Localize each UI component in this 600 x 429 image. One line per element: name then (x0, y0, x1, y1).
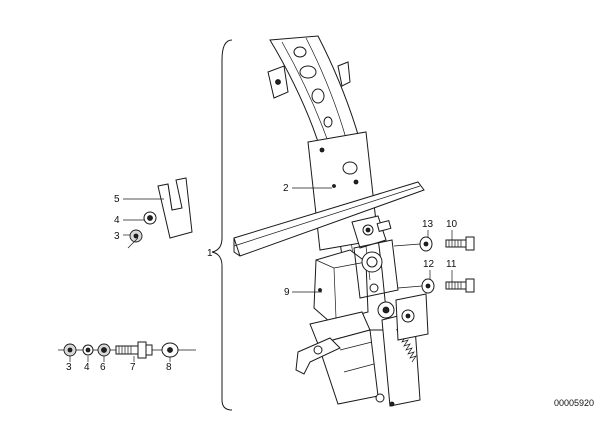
document-code: 00005920 (554, 398, 594, 408)
callout-12: 12 (423, 259, 435, 270)
callout-3-upper: 3 (114, 231, 120, 242)
retaining-clip (157, 177, 193, 239)
callout-6: 6 (100, 362, 106, 373)
callout-1: 1 (207, 248, 213, 259)
callout-2: 2 (283, 183, 289, 194)
bolt-part-7 (115, 341, 153, 359)
callout-4-lower: 4 (84, 362, 90, 373)
part-group-fasteners (58, 341, 196, 362)
callout-10: 10 (446, 219, 458, 230)
glass-channel (233, 181, 425, 257)
callout-3-lower: 3 (66, 362, 72, 373)
callout-11: 11 (446, 259, 457, 270)
assembly-brace (211, 39, 233, 411)
callout-9: 9 (284, 287, 290, 298)
callout-4-upper: 4 (114, 215, 120, 226)
part-group-clip (123, 177, 193, 249)
screw-part-10 (445, 236, 475, 251)
callout-7: 7 (130, 362, 136, 373)
callout-13: 13 (422, 219, 434, 230)
callout-8: 8 (166, 362, 172, 373)
part-group-right-screws (393, 230, 475, 294)
window-regulator-assembly (233, 35, 429, 407)
callout-5: 5 (114, 194, 120, 205)
drive-housing (313, 249, 369, 323)
screw-part-11 (445, 278, 475, 293)
